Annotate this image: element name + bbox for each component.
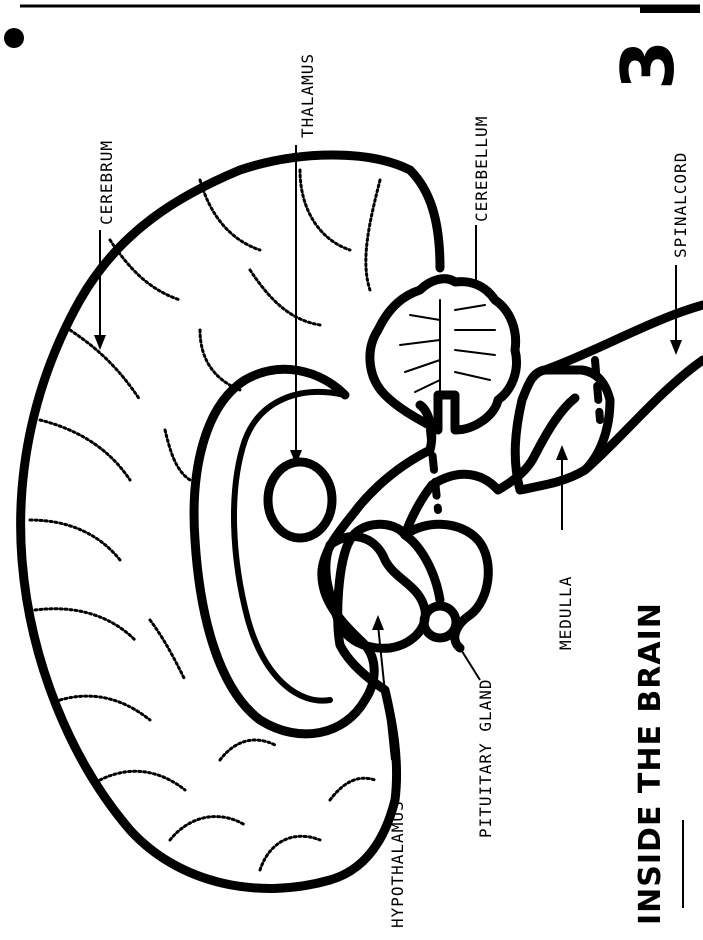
- spinal-cord-arrow: [670, 340, 682, 355]
- label-cerebellum: CEREBELLUM: [472, 116, 491, 222]
- label-spinal-cord: SPINALCORD: [671, 152, 690, 258]
- hypothalamus-arrow: [372, 615, 384, 630]
- inner-corpus-outline: [194, 369, 432, 734]
- medulla-arrow: [556, 445, 568, 460]
- label-thalamus: THALAMUS: [298, 53, 317, 138]
- label-pituitary-gland: PITUITARY GLAND: [476, 679, 495, 839]
- thalamus-shape: [268, 462, 332, 538]
- cerebrum-outline: [21, 155, 440, 888]
- pons-dash-line: [430, 430, 438, 510]
- diagram-title: INSIDE THE BRAIN: [633, 602, 668, 925]
- cerebellum-branches: [400, 300, 495, 392]
- label-medulla: MEDULLA: [556, 576, 575, 650]
- page-number: 3: [606, 40, 690, 90]
- punch-hole: [4, 28, 24, 48]
- label-hypothalamus: HYPOTHALAMUS: [388, 800, 407, 928]
- pituitary-leader: [455, 640, 480, 680]
- label-cerebrum: CEREBRUM: [97, 140, 116, 225]
- medulla-dash-line: [595, 360, 600, 420]
- spinal-cord-outline-2: [545, 305, 703, 370]
